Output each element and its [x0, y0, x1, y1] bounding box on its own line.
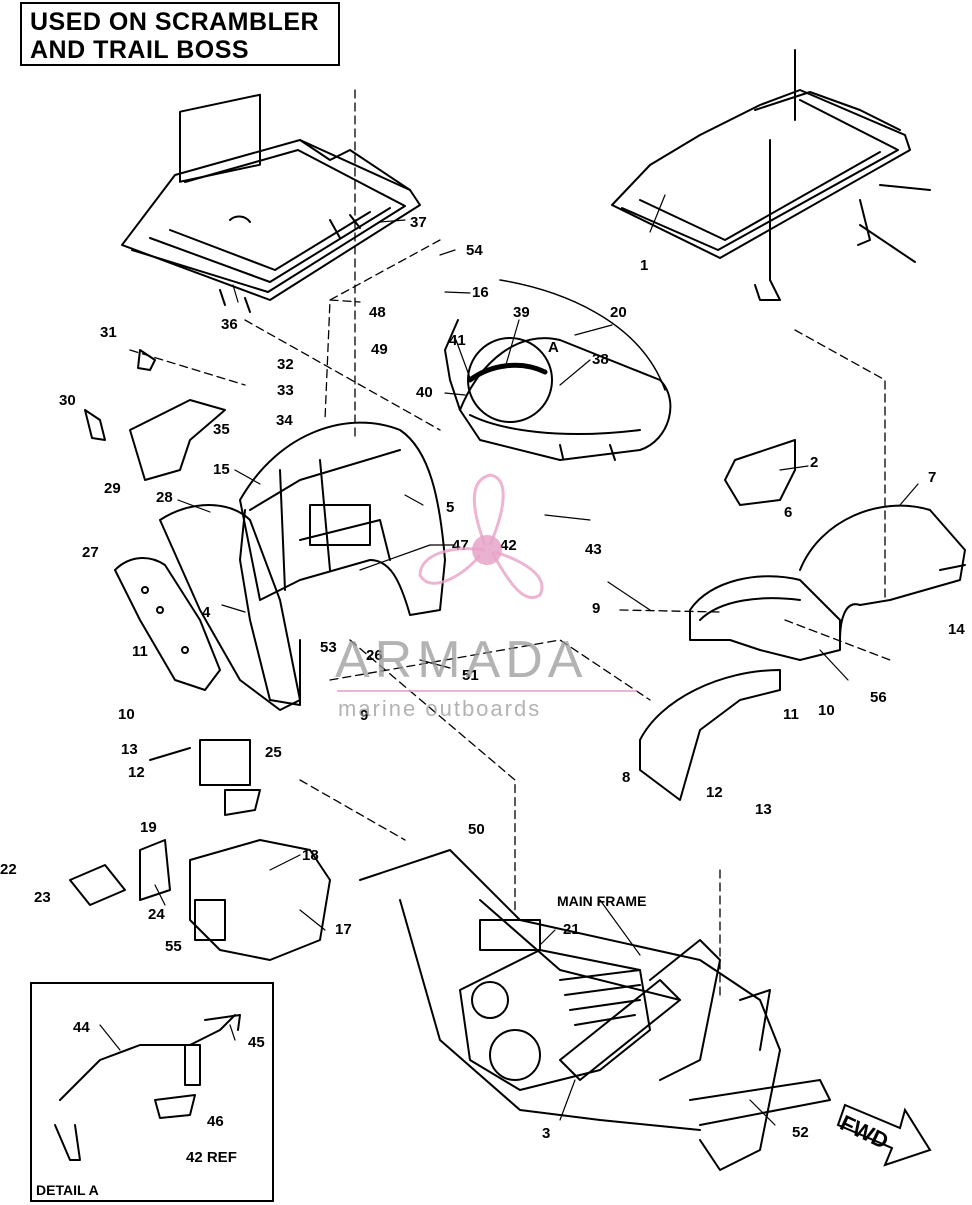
callout-53: 53	[320, 639, 337, 656]
tank-17	[69, 839, 331, 961]
callout-52: 52	[792, 1124, 809, 1141]
callout-14: 14	[948, 621, 965, 638]
alignment-lines	[129, 89, 891, 1001]
callout-12-rear: 12	[128, 764, 145, 781]
main-frame-label: MAIN FRAME	[557, 893, 647, 909]
callout-2: 2	[810, 454, 819, 471]
callout-46: 46	[207, 1113, 224, 1130]
mud-flap-27	[114, 557, 221, 691]
front-flap-8	[639, 669, 781, 801]
engine	[459, 919, 651, 1091]
callout-27: 27	[82, 544, 99, 561]
callout-5: 5	[446, 499, 455, 516]
callout-28: 28	[156, 489, 173, 506]
callout-10-rear: 10	[118, 706, 135, 723]
callout-24: 24	[148, 906, 165, 923]
callout-13-rear: 13	[121, 741, 138, 758]
callout-18: 18	[302, 847, 319, 864]
callout-9-front: 9	[592, 600, 601, 617]
rear-fender	[239, 421, 446, 706]
callout-34: 34	[276, 412, 293, 429]
callout-55: 55	[165, 938, 182, 955]
callout-39: 39	[513, 304, 530, 321]
watermark-tagline: marine outboards	[338, 696, 542, 721]
callout-1: 1	[640, 257, 649, 274]
callout-33: 33	[277, 382, 294, 399]
callout-26: 26	[366, 647, 383, 664]
callout-23: 23	[34, 889, 51, 906]
callout-40: 40	[416, 384, 433, 401]
detail-a-box	[30, 982, 274, 1202]
note-line-2: AND TRAIL BOSS	[30, 36, 250, 64]
shield-2	[724, 439, 796, 506]
callout-7: 7	[928, 469, 937, 486]
callout-35: 35	[213, 421, 230, 438]
callout-30: 30	[59, 392, 76, 409]
callout-12-front: 12	[706, 784, 723, 801]
callout-21: 21	[563, 921, 580, 938]
detail-a-label: DETAIL A	[36, 1182, 99, 1198]
callout-3: 3	[542, 1125, 551, 1142]
front-fender	[689, 504, 966, 661]
callout-9-rear: 9	[360, 707, 369, 724]
callout-11-rear: 11	[132, 643, 148, 660]
callout-8: 8	[622, 769, 631, 786]
callout-19: 19	[140, 819, 157, 836]
callout-31: 31	[100, 324, 117, 341]
callout-11-front: 11	[783, 706, 799, 723]
detail-a-linkage	[54, 1014, 241, 1161]
callout-42-ref: 42 REF	[186, 1149, 237, 1166]
callout-16: 16	[472, 284, 489, 301]
plate-25	[149, 739, 261, 816]
callout-22: 22	[0, 861, 17, 878]
main-frame	[359, 849, 831, 1171]
callout-54: 54	[466, 242, 483, 259]
leader-lines	[99, 194, 919, 1126]
callout-56: 56	[870, 689, 887, 706]
callout-32: 32	[277, 356, 294, 373]
callout-29: 29	[104, 480, 121, 497]
callout-15: 15	[213, 461, 230, 478]
watermark-rule	[337, 690, 637, 692]
callout-50: 50	[468, 821, 485, 838]
rear-rack-left	[121, 93, 421, 313]
callout-36: 36	[221, 316, 238, 333]
callout-6: 6	[784, 504, 793, 521]
front-rack-right	[611, 49, 931, 301]
mud-flap-28	[159, 504, 301, 711]
callout-25: 25	[265, 744, 282, 761]
callout-10-front: 10	[818, 702, 835, 719]
callout-43: 43	[585, 541, 602, 558]
callout-51: 51	[462, 667, 479, 684]
callout-42: 42	[500, 537, 517, 554]
model-applicability-note: USED ON SCRAMBLER AND TRAIL BOSS	[20, 2, 340, 66]
callout-38: 38	[592, 351, 609, 368]
callout-4: 4	[202, 604, 211, 621]
watermark-brand: ARMADA	[335, 631, 588, 689]
callout-17: 17	[335, 921, 352, 938]
detail-a-marker: A	[548, 339, 559, 356]
callout-49: 49	[371, 341, 388, 358]
callout-48: 48	[369, 304, 386, 321]
callout-37: 37	[410, 214, 427, 231]
callout-20: 20	[610, 304, 627, 321]
callout-45: 45	[248, 1034, 265, 1051]
note-line-1: USED ON SCRAMBLER	[30, 8, 320, 36]
callout-13-front: 13	[755, 801, 772, 818]
callout-44: 44	[73, 1019, 90, 1036]
callout-41: 41	[449, 332, 466, 349]
